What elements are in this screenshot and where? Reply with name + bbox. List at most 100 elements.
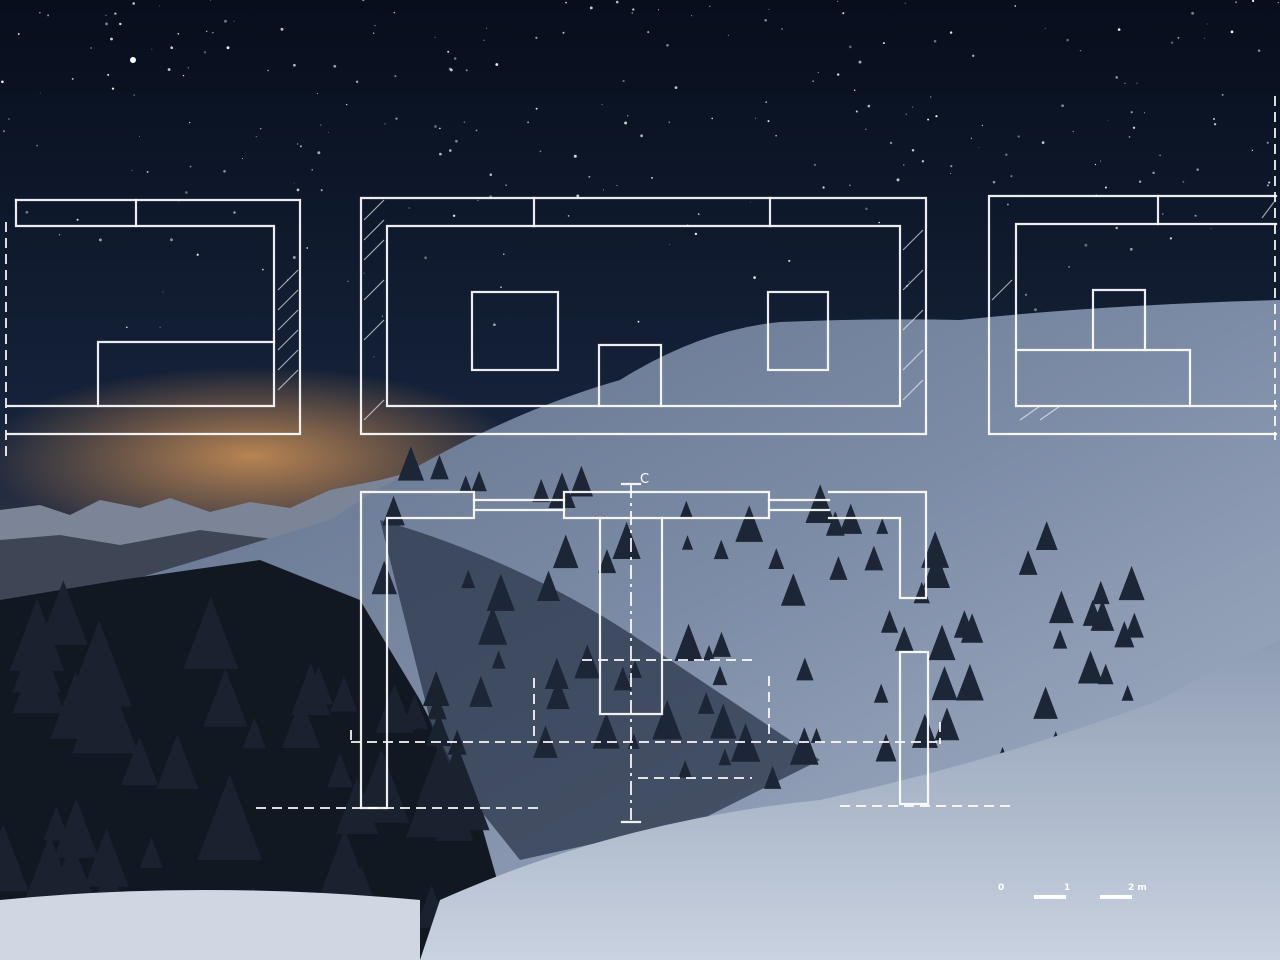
conifer-tree <box>43 806 70 841</box>
star <box>1213 123 1217 126</box>
star <box>822 186 825 189</box>
star <box>1235 1 1238 4</box>
conifer-tree <box>156 733 199 789</box>
conifer-tree <box>471 470 487 492</box>
conifer-tree <box>291 663 331 716</box>
conifer-tree <box>405 768 458 838</box>
star <box>233 20 235 22</box>
star <box>627 115 629 117</box>
star <box>849 184 851 186</box>
conifer-tree <box>796 657 814 681</box>
star <box>905 113 907 115</box>
conifer-tree <box>768 548 785 569</box>
star <box>449 68 453 72</box>
star <box>363 272 365 274</box>
star <box>1124 82 1126 84</box>
star <box>372 32 375 34</box>
conifer-tree <box>1018 550 1038 575</box>
star <box>297 143 299 145</box>
star <box>47 14 50 17</box>
star <box>842 12 845 15</box>
star <box>119 22 122 26</box>
star <box>908 280 910 282</box>
star <box>189 121 191 124</box>
star <box>395 117 398 120</box>
star <box>110 37 113 41</box>
star <box>576 194 580 198</box>
star <box>694 232 698 236</box>
star <box>455 139 458 143</box>
star <box>589 6 593 10</box>
star <box>1010 175 1013 178</box>
conifer-tree <box>422 670 450 706</box>
conifer-tree <box>612 521 641 559</box>
conifer-tree <box>678 760 692 778</box>
star <box>668 121 671 124</box>
conifer-tree <box>1052 629 1068 649</box>
star <box>750 201 752 203</box>
star <box>935 115 938 118</box>
star <box>203 51 207 54</box>
star <box>241 157 244 160</box>
star <box>373 356 375 358</box>
star <box>320 124 322 126</box>
star <box>622 80 625 83</box>
conifer-tree <box>873 683 889 703</box>
star <box>189 165 192 168</box>
star <box>292 256 296 259</box>
conifer-tree <box>1124 612 1144 638</box>
conifer-tree <box>805 484 835 523</box>
star <box>139 136 141 137</box>
star <box>764 19 767 22</box>
star <box>767 120 770 123</box>
conifer-tree <box>1033 686 1058 719</box>
star <box>170 46 173 49</box>
star <box>640 134 643 138</box>
star <box>1203 37 1206 39</box>
star <box>374 25 376 27</box>
star <box>1115 226 1118 230</box>
conifer-tree <box>353 749 410 823</box>
star <box>858 60 862 64</box>
star <box>753 276 756 279</box>
star <box>1212 117 1216 121</box>
star <box>449 149 452 152</box>
conifer-tree <box>894 626 914 651</box>
star <box>233 211 236 214</box>
star <box>424 256 428 260</box>
section-marker-label: C <box>640 472 649 487</box>
star <box>76 218 79 221</box>
star <box>25 210 29 214</box>
conifer-tree <box>50 671 102 739</box>
star <box>1268 181 1271 184</box>
star <box>631 12 634 14</box>
star <box>293 182 295 184</box>
star <box>1159 154 1162 157</box>
conifer-tree <box>880 609 899 633</box>
foreground-snow <box>420 640 1280 960</box>
conifer-tree <box>427 693 447 720</box>
star <box>1196 168 1199 171</box>
star <box>992 180 996 184</box>
star <box>1252 0 1255 3</box>
star <box>970 137 973 139</box>
conifer-tree <box>544 657 569 690</box>
conifer-tree <box>1082 599 1103 626</box>
star <box>1221 93 1224 96</box>
conifer-tree <box>718 748 732 766</box>
star <box>500 286 502 289</box>
scale-label-0: 0 <box>998 883 1004 893</box>
star <box>535 36 538 39</box>
star <box>434 125 437 128</box>
conifer-tree <box>1114 620 1135 648</box>
star <box>114 12 117 15</box>
scale-bar: 0 1 2 m <box>998 883 1147 899</box>
conifer-tree <box>829 556 848 580</box>
conifer-tree <box>1121 684 1134 701</box>
lower-floor-plan: C <box>256 472 1010 824</box>
star <box>727 34 730 37</box>
room-plan-center <box>359 196 928 436</box>
star <box>950 165 953 168</box>
conifer-tree <box>956 663 984 701</box>
star <box>929 96 932 98</box>
